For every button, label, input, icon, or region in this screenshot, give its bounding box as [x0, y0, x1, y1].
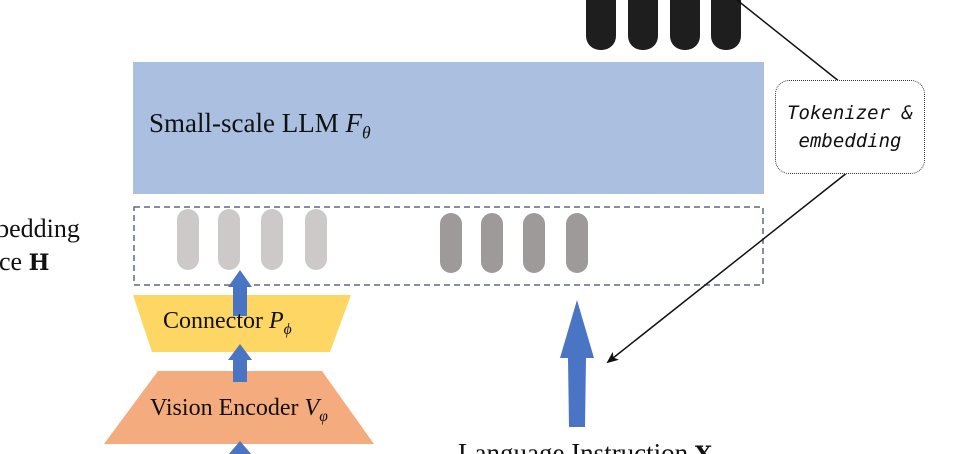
tokenizer-arrow-line: [606, 171, 849, 364]
llm-block: [133, 62, 764, 194]
embedding-space-line2: Space H: [0, 245, 80, 280]
top-token-group: [586, 0, 741, 50]
vision-encoder-block: [104, 371, 374, 444]
vision-path-arrows: [228, 270, 252, 454]
visual-token: [261, 209, 283, 270]
vision-encoder-symbol: V: [304, 395, 320, 421]
llm-label: Small-scale LLM Fθ: [149, 108, 371, 143]
embedding-space-line1: Embedding: [0, 214, 80, 243]
visual-token: [177, 209, 199, 270]
top-token: [586, 0, 616, 50]
text-token: [440, 213, 462, 273]
llm-subscript: θ: [361, 122, 371, 143]
vision-encoder-label-text: Vision Encoder: [150, 395, 305, 421]
embedding-space-symbol: H: [28, 250, 50, 276]
tokenizer-box: Tokenizer & embedding: [775, 80, 925, 174]
text-token: [523, 213, 545, 273]
connector-symbol: P: [268, 308, 284, 334]
language-instruction-text: Language Instruction: [458, 438, 695, 454]
visual-token: [218, 209, 240, 270]
llm-label-text: Small-scale LLM: [149, 108, 346, 138]
arrow-up-icon: [228, 270, 252, 316]
embedding-space-label: Embedding Space H: [0, 212, 80, 280]
connector-subscript: ϕ: [283, 320, 292, 338]
arrow-up-icon: [228, 344, 252, 382]
tokenizer-line1: Tokenizer &: [787, 102, 913, 124]
embedding-space-line2-text: Space: [0, 247, 23, 276]
language-instruction-symbol: X: [695, 442, 712, 454]
vision-encoder-label: Vision Encoder Vφ: [150, 395, 328, 426]
tokenizer-link-line: [736, 0, 851, 91]
language-instruction-label: Language Instruction X: [458, 438, 712, 454]
visual-token-group: [177, 209, 327, 270]
text-token-group: [440, 213, 588, 273]
visual-token: [305, 209, 327, 270]
connector-label-text: Connector: [163, 308, 269, 334]
text-token: [566, 213, 588, 273]
top-token: [670, 0, 700, 50]
connector-label: Connector Pϕ: [163, 308, 292, 339]
embedding-space-box: [133, 206, 764, 286]
llm-symbol: F: [345, 108, 362, 138]
connector-block: [133, 295, 351, 352]
text-token: [481, 213, 503, 273]
vision-encoder-subscript: φ: [319, 407, 328, 425]
language-arrow-up-icon: [560, 300, 594, 427]
arrow-up-icon: [228, 441, 252, 454]
top-token: [628, 0, 658, 50]
tokenizer-line2: embedding: [798, 130, 902, 152]
top-token: [711, 0, 741, 50]
